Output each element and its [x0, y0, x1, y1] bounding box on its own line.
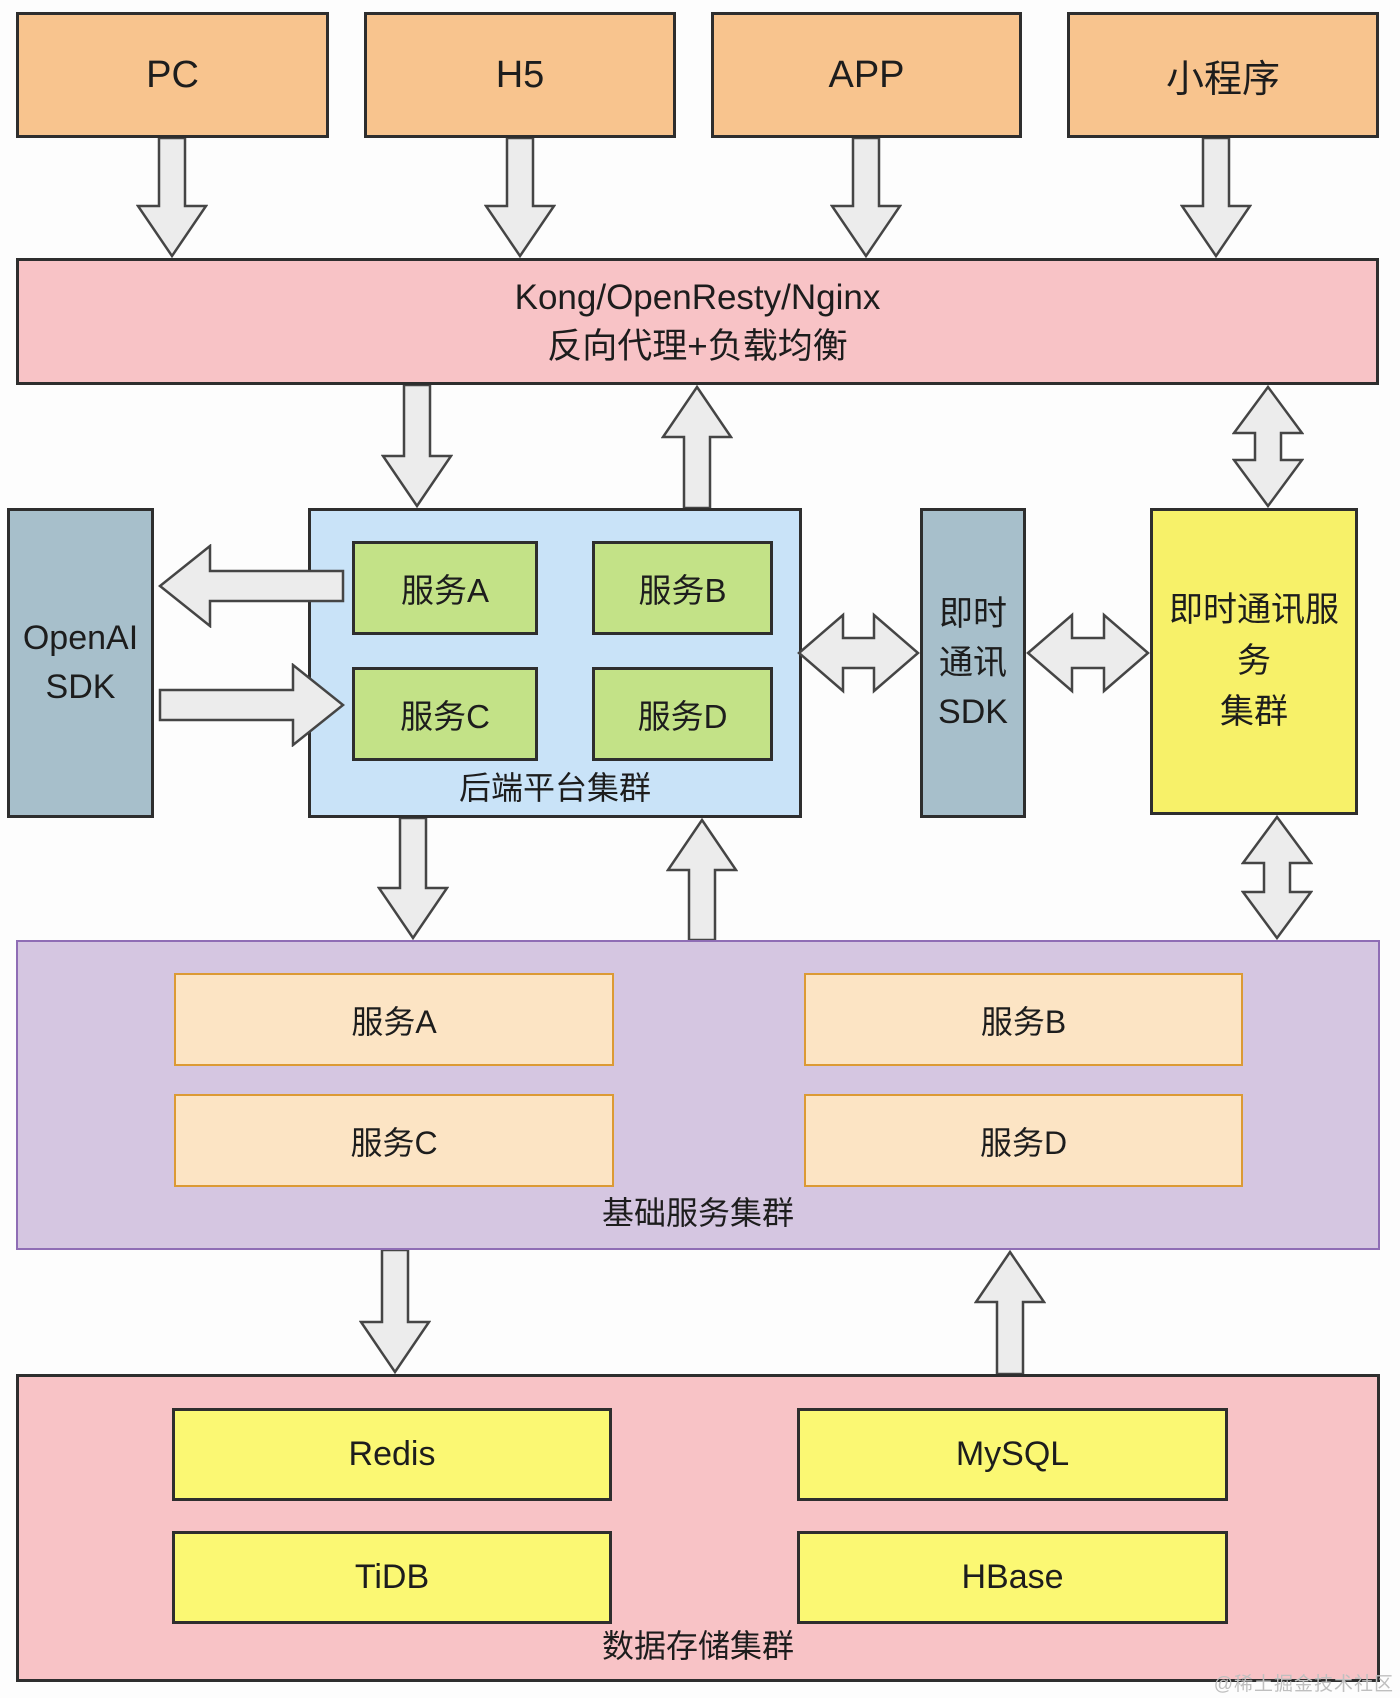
base-service-c: 服务C [174, 1094, 614, 1187]
im-service-cluster: 即时通讯服务 集群 [1150, 508, 1358, 815]
openai-sdk-line1: OpenAI [22, 619, 139, 657]
store-mysql: MySQL [797, 1408, 1228, 1501]
backend-service-c-label: 服务C [400, 698, 490, 735]
im-sdk-box: 即时 通讯 SDK [920, 508, 1026, 818]
im-sdk-line3: SDK [938, 692, 1008, 731]
store-tidb: TiDB [172, 1531, 612, 1624]
im-cluster-line2: 集群 [1220, 693, 1288, 731]
backend-service-d: 服务D [592, 667, 773, 761]
base-service-d: 服务D [804, 1094, 1243, 1187]
store-redis-label: Redis [348, 1435, 436, 1473]
store-hbase-label: HBase [961, 1558, 1064, 1596]
im-sdk-line2: 通讯 [939, 643, 1007, 682]
base-service-a-label: 服务A [351, 1003, 437, 1040]
arrow-app-to-gateway-icon [830, 138, 902, 258]
base-service-a: 服务A [174, 973, 614, 1066]
store-hbase: HBase [797, 1531, 1228, 1624]
store-tidb-label: TiDB [354, 1558, 430, 1596]
base-service-b: 服务B [804, 973, 1243, 1066]
base-service-d-label: 服务D [979, 1124, 1068, 1161]
client-label-pc: PC [146, 53, 199, 96]
arrow-im-sdk-im-cluster-both-icon [1026, 612, 1150, 694]
client-box-app: APP [711, 12, 1022, 138]
client-label-h5: H5 [495, 53, 545, 96]
arrow-storage-to-base-icon [974, 1250, 1046, 1374]
backend-service-b: 服务B [592, 541, 773, 635]
backend-service-a: 服务A [352, 541, 538, 635]
openai-sdk-box: OpenAI SDK [7, 508, 154, 818]
arrow-openai-to-backend-icon [158, 663, 345, 747]
im-cluster-line1: 即时通讯服务 [1169, 591, 1339, 680]
client-box-pc: PC [16, 12, 329, 138]
backend-service-c: 服务C [352, 667, 538, 761]
client-box-miniprogram: 小程序 [1067, 12, 1379, 138]
store-mysql-label: MySQL [955, 1435, 1070, 1473]
arrow-backend-im-sdk-both-icon [797, 612, 920, 694]
client-box-h5: H5 [364, 12, 676, 138]
backend-service-a-label: 服务A [400, 572, 489, 609]
storage-cluster-label: 数据存储集群 [601, 1628, 794, 1664]
arrow-miniprogram-to-gateway-icon [1180, 138, 1252, 258]
arrow-gateway-im-cluster-both-icon [1232, 385, 1304, 508]
backend-service-d-label: 服务D [637, 698, 728, 735]
base-service-c-label: 服务C [350, 1124, 438, 1161]
gateway-line2: 反向代理+负载均衡 [547, 326, 848, 366]
client-label-app: APP [828, 53, 905, 96]
store-redis: Redis [172, 1408, 612, 1501]
im-sdk-line1: 即时 [939, 594, 1007, 633]
arrow-base-to-backend-icon [666, 818, 738, 940]
arrow-h5-to-gateway-icon [484, 138, 556, 258]
openai-sdk-line2: SDK [45, 668, 116, 706]
arrow-backend-to-base-icon [377, 818, 449, 940]
gateway-line1: Kong/OpenResty/Nginx [514, 277, 881, 317]
arrow-gateway-to-backend-icon [381, 385, 453, 508]
arrow-base-to-storage-icon [359, 1250, 431, 1374]
base-cluster-label: 基础服务集群 [601, 1195, 794, 1231]
arrow-im-cluster-base-both-icon [1241, 815, 1313, 940]
backend-service-b-label: 服务B [638, 572, 727, 609]
client-label-miniprogram: 小程序 [1165, 58, 1280, 101]
arrow-pc-to-gateway-icon [136, 138, 208, 258]
backend-platform-cluster: 服务A 服务B 服务C 服务D 后端平台集群 [308, 508, 802, 818]
base-service-b-label: 服务B [980, 1003, 1067, 1040]
watermark: @稀土掘金技术社区 [1213, 1674, 1394, 1695]
arrow-backend-to-gateway-icon [661, 385, 733, 508]
base-service-cluster: 服务A 服务B 服务C 服务D 基础服务集群 [16, 940, 1380, 1250]
gateway-bar: Kong/OpenResty/Nginx 反向代理+负载均衡 [16, 258, 1379, 385]
backend-cluster-label: 后端平台集群 [458, 770, 651, 806]
arrow-backend-to-openai-icon [158, 544, 345, 628]
data-storage-cluster: Redis MySQL TiDB HBase 数据存储集群 [16, 1374, 1380, 1682]
